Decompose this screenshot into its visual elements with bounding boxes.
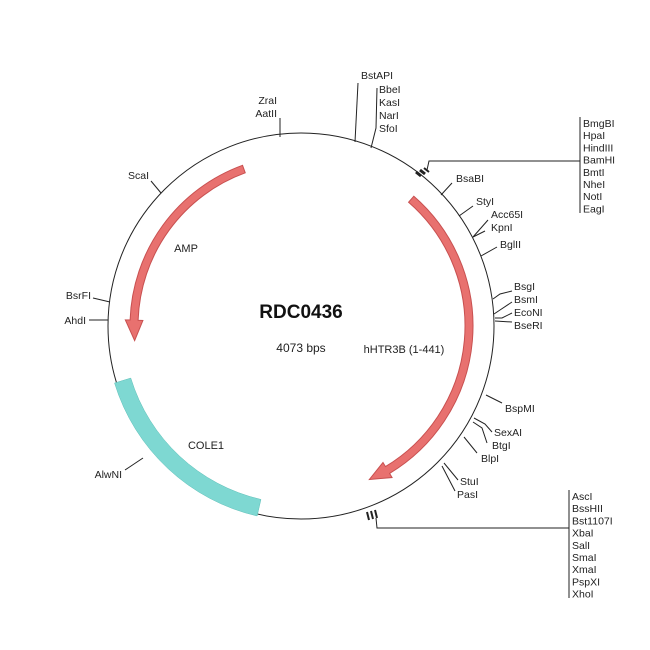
site-tick-scai (150, 180, 162, 194)
mcs2-labels: AscIBssHIIBst1107IXbaISalISmaIXmaIPspXIX… (572, 491, 613, 601)
site-tick-alwni (124, 457, 144, 471)
site-xhoi[interactable]: XhoI (572, 589, 594, 601)
mcs-marker-bottom (366, 509, 378, 521)
site-aatii[interactable]: AatII (255, 108, 277, 120)
site-bst1107i[interactable]: Bst1107I (572, 515, 613, 527)
site-tick-bsrfi (92, 297, 111, 303)
site-asci[interactable]: AscI (572, 491, 592, 503)
site-econi[interactable]: EcoNI (514, 307, 543, 319)
feature-label-cole1: COLE1 (188, 440, 224, 452)
site-kpni[interactable]: KpnI (491, 222, 513, 234)
site-bseri[interactable]: BseRI (514, 320, 543, 332)
site-nhei[interactable]: NheI (583, 179, 605, 191)
site-stui[interactable]: StuI (460, 476, 479, 488)
site-tick-bsabi (440, 182, 453, 196)
site-tick-btgi (472, 421, 488, 444)
site-bsgi[interactable]: BsgI (514, 281, 535, 293)
site-zrai[interactable]: ZraI (258, 95, 277, 107)
site-tick-styi (458, 205, 474, 217)
site-btgi[interactable]: BtgI (492, 440, 511, 452)
plasmid-name: RDC0436 (259, 302, 342, 323)
feature-band-cole1[interactable] (114, 377, 262, 517)
site-blpi[interactable]: BlpI (481, 453, 499, 465)
site-tick-bseri (494, 320, 513, 323)
plasmid-size: 4073 bps (276, 341, 325, 355)
site-tick-acc65i (472, 219, 489, 238)
site-tick-bsmi (493, 301, 513, 315)
site-bsabi[interactable]: BsaBI (456, 173, 484, 185)
site-bsrfi[interactable]: BsrFI (66, 290, 91, 302)
feature-label-hhtr3b: hHTR3B (1-441) (364, 344, 445, 356)
site-bmti[interactable]: BmtI (583, 167, 605, 179)
mcs2-leader (375, 517, 569, 529)
site-tick-sexai (473, 417, 493, 433)
feature-arrow-hhtr3b[interactable] (368, 195, 474, 481)
site-sali[interactable]: SalI (572, 540, 590, 552)
site-bspmi[interactable]: BspMI (505, 403, 535, 415)
site-bsshii[interactable]: BssHII (572, 503, 603, 515)
site-eagi[interactable]: EagI (583, 203, 605, 215)
site-tick-stui (443, 462, 459, 481)
site-bsmi[interactable]: BsmI (514, 294, 538, 306)
site-bamhi[interactable]: BamHI (583, 155, 615, 167)
site-tick-pasi (441, 465, 456, 492)
mcs1-leader (426, 160, 580, 171)
site-tick-bstapi (354, 82, 359, 143)
site-pspxi[interactable]: PspXI (572, 576, 600, 588)
site-bbei[interactable]: BbeI (379, 84, 401, 96)
site-hpai[interactable]: HpaI (583, 130, 605, 142)
site-sexai[interactable]: SexAI (494, 427, 522, 439)
feature-arrow-amp[interactable] (124, 164, 246, 342)
mcs-marker-top (415, 167, 430, 178)
site-xbai[interactable]: XbaI (572, 528, 594, 540)
feature-label-amp: AMP (174, 243, 198, 255)
site-noti[interactable]: NotI (583, 191, 602, 203)
site-tick-bsgi (492, 290, 513, 300)
site-tick-econi (495, 312, 513, 319)
site-hindiii[interactable]: HindIII (583, 142, 613, 154)
site-bglii[interactable]: BglII (500, 239, 521, 251)
site-xmai[interactable]: XmaI (572, 564, 597, 576)
site-scai[interactable]: ScaI (128, 170, 149, 182)
site-tick-bglii (480, 246, 498, 257)
site-sfoi[interactable]: SfoI (379, 123, 398, 135)
site-ahdi[interactable]: AhdI (64, 315, 86, 327)
site-pasi[interactable]: PasI (457, 489, 478, 501)
site-nari[interactable]: NarI (379, 110, 399, 122)
site-alwni[interactable]: AlwNI (95, 469, 122, 481)
site-tick-kpni (472, 230, 486, 238)
site-tick-bbei (370, 87, 378, 149)
site-styi[interactable]: StyI (476, 196, 494, 208)
site-acc65i[interactable]: Acc65I (491, 209, 523, 221)
site-tick-blpi (463, 436, 478, 454)
site-bstapi[interactable]: BstAPI (361, 70, 393, 82)
site-tick-bspmi (485, 394, 503, 404)
site-bmgbi[interactable]: BmgBI (583, 118, 615, 130)
site-kasi[interactable]: KasI (379, 97, 400, 109)
backbone-circle (107, 132, 495, 520)
site-smai[interactable]: SmaI (572, 552, 597, 564)
